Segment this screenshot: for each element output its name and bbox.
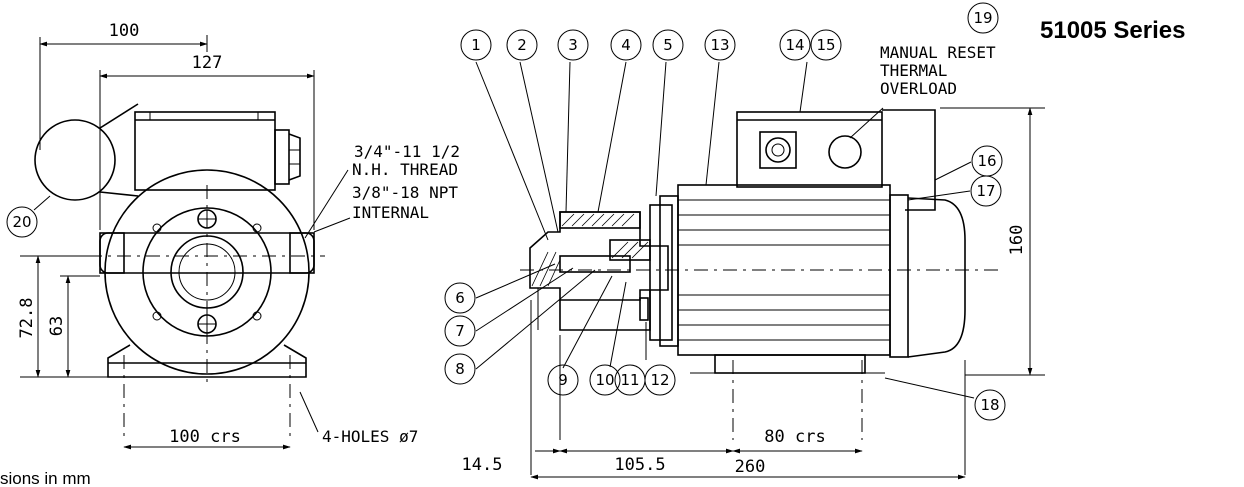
- svg-text:13: 13: [710, 36, 729, 54]
- dim-14-5: 14.5: [462, 455, 503, 475]
- svg-text:1: 1: [471, 36, 481, 54]
- thread-label-2: N.H. THREAD: [352, 160, 458, 179]
- svg-text:9: 9: [558, 371, 568, 389]
- dim-105-5: 105.5: [614, 455, 665, 475]
- callout-18: [974, 389, 1006, 421]
- svg-text:5: 5: [663, 36, 673, 54]
- front-view: [20, 35, 351, 450]
- callout-12: [644, 364, 676, 396]
- callout-10: [589, 364, 621, 396]
- reset-label-1: MANUAL RESET: [880, 43, 996, 62]
- callout-9: [547, 364, 579, 396]
- callouts: 1 2 3 4 5 13 14 15 19 16 17 6 7 8 9 10 1…: [6, 2, 1006, 421]
- svg-text:17: 17: [976, 182, 995, 200]
- dim-100-crs: 100 crs: [169, 427, 241, 447]
- callout-13: [704, 29, 736, 61]
- callout-20: [6, 206, 38, 238]
- dim-160: 160: [1007, 225, 1027, 256]
- dim-80-crs: 80 crs: [764, 427, 825, 447]
- svg-text:14: 14: [785, 36, 804, 54]
- svg-text:11: 11: [620, 371, 639, 389]
- callout-7: [444, 315, 476, 347]
- svg-text:15: 15: [816, 36, 835, 54]
- callout-4: [610, 29, 642, 61]
- svg-text:20: 20: [12, 213, 31, 231]
- svg-text:6: 6: [455, 289, 465, 307]
- callout-6: [444, 282, 476, 314]
- callout-3: [557, 29, 589, 61]
- callout-15: [810, 29, 842, 61]
- dim-127: 127: [192, 53, 223, 73]
- holes-label: 4-HOLES ø7: [322, 427, 418, 446]
- svg-text:3: 3: [568, 36, 578, 54]
- dim-63: 63: [47, 316, 67, 336]
- dim-260: 260: [735, 457, 766, 477]
- npt-label-2: INTERNAL: [352, 203, 429, 222]
- callout-5: [652, 29, 684, 61]
- callout-19: [967, 2, 999, 34]
- dim-72-8: 72.8: [17, 298, 37, 339]
- callout-2: [506, 29, 538, 61]
- thread-label-1: 3/4"-11 1/2: [354, 142, 460, 161]
- drawing-title: 51005 Series: [1040, 17, 1185, 44]
- terminal-box-side: [736, 111, 883, 188]
- callout-17: [970, 175, 1002, 207]
- reset-button: [828, 135, 862, 169]
- dim-100: 100: [109, 21, 140, 41]
- svg-text:18: 18: [980, 396, 999, 414]
- callout-1: [460, 29, 492, 61]
- svg-text:12: 12: [650, 371, 669, 389]
- callout-8: [444, 353, 476, 385]
- svg-text:10: 10: [595, 371, 614, 389]
- svg-text:4: 4: [621, 36, 631, 54]
- svg-text:8: 8: [455, 360, 465, 378]
- svg-text:2: 2: [517, 36, 527, 54]
- terminal-box: [134, 111, 276, 191]
- npt-label-1: 3/8"-18 NPT: [352, 183, 458, 202]
- svg-text:16: 16: [977, 152, 996, 170]
- svg-text:7: 7: [455, 322, 465, 340]
- units-note: sions in mm: [0, 469, 91, 487]
- terminal-cap-circle: [34, 119, 116, 201]
- side-view: [475, 61, 1045, 480]
- reset-label-3: OVERLOAD: [880, 79, 957, 98]
- callout-14: [779, 29, 811, 61]
- svg-text:19: 19: [973, 9, 992, 27]
- reset-label-2: THERMAL: [880, 61, 947, 80]
